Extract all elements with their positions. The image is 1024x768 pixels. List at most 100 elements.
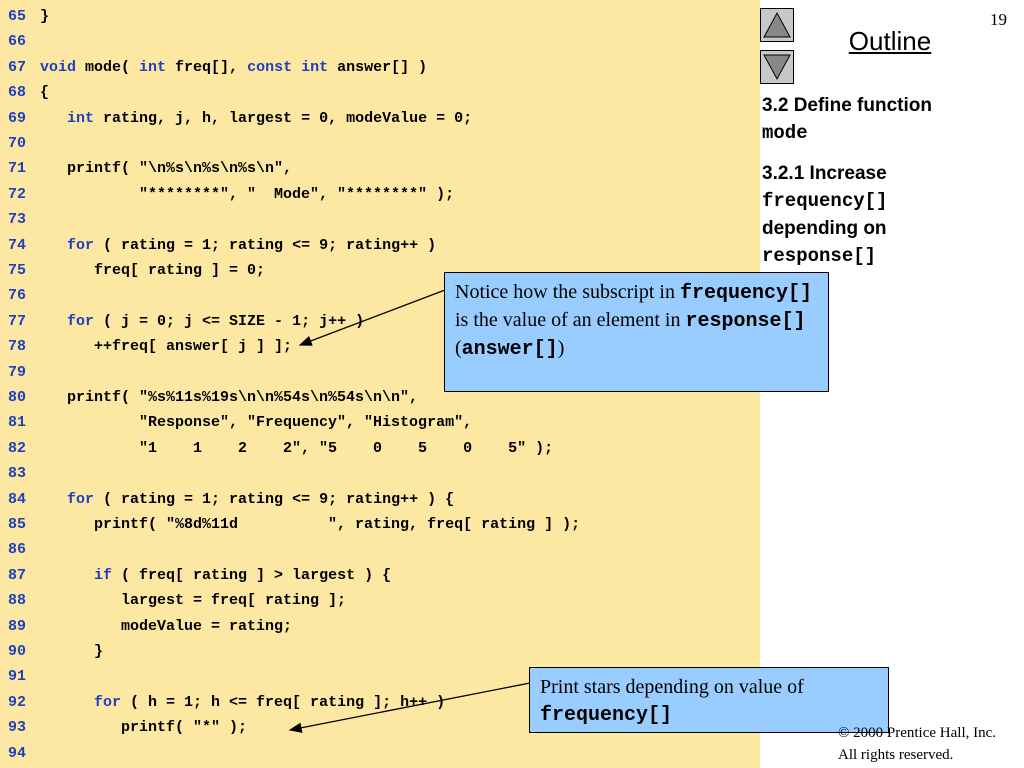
line-number: 90 xyxy=(8,643,27,660)
outline-item-increase-frequency: 3.2.1 Increase frequency[] depending on … xyxy=(762,160,1018,270)
code-line: 69 int rating, j, h, largest = 0, modeVa… xyxy=(0,106,472,131)
next-slide-button[interactable] xyxy=(760,50,794,84)
line-number: 87 xyxy=(8,566,27,584)
line-number: 83 xyxy=(8,465,27,483)
line-number: 93 xyxy=(8,719,27,737)
line-number: 79 xyxy=(8,363,27,381)
code-text: { xyxy=(40,84,50,102)
code-line: 73 xyxy=(0,207,40,232)
code-text: freq[ rating ] = 0; xyxy=(40,262,266,279)
code-line: 70 xyxy=(0,131,40,156)
outline-item-text: depending on xyxy=(762,218,887,239)
line-number: 82 xyxy=(8,439,27,457)
callout-code: answer[] xyxy=(461,338,558,361)
code-text: "********", " Mode", "********" ); xyxy=(40,185,455,203)
code-line: 91 xyxy=(0,664,40,689)
callout-text: Notice how the subscript in xyxy=(455,281,680,303)
code-line: 79 xyxy=(0,360,40,385)
code-text: printf( "%s%11s%19s\n\n%54s\n%54s\n\n", xyxy=(40,389,419,406)
line-number: 75 xyxy=(8,262,27,279)
code-text: printf( "\n%s\n%s\n%s\n", xyxy=(40,160,293,178)
callout-subscript-note: Notice how the subscript in frequency[] … xyxy=(444,272,829,392)
code-text: "1 1 2 2", "5 0 5 0 5" ); xyxy=(40,439,554,457)
code-line: 82 "1 1 2 2", "5 0 5 0 5" ); xyxy=(0,436,553,461)
callout-code: frequency[] xyxy=(540,704,673,727)
code-line: 93 printf( "*" ); xyxy=(0,715,247,740)
line-number: 74 xyxy=(8,236,27,254)
code-text: int rating, j, h, largest = 0, modeValue… xyxy=(67,109,473,127)
code-text: ++freq[ answer[ j ] ]; xyxy=(40,338,293,356)
code-line: 89 modeValue = rating; xyxy=(0,614,292,639)
code-line: 87 if ( freq[ rating ] > largest ) { xyxy=(0,563,391,588)
code-text: for ( j = 0; j <= SIZE - 1; j++ ) xyxy=(67,312,365,330)
copyright-line: © 2000 Prentice Hall, Inc. xyxy=(838,725,997,741)
code-line: 74 for ( rating = 1; rating <= 9; rating… xyxy=(0,233,436,258)
line-number: 71 xyxy=(8,160,27,178)
code-text: for ( rating = 1; rating <= 9; rating++ … xyxy=(67,490,455,508)
line-number: 85 xyxy=(8,516,27,533)
code-text: largest = freq[ rating ]; xyxy=(40,592,347,610)
outline-title[interactable]: Outline xyxy=(848,26,932,56)
triangle-down-icon xyxy=(763,54,791,81)
code-line: 80 printf( "%s%11s%19s\n\n%54s\n%54s\n\n… xyxy=(0,385,418,410)
code-line: 66 xyxy=(0,29,40,54)
code-line: 76 xyxy=(0,283,40,308)
line-number: 68 xyxy=(8,84,27,102)
line-number: 80 xyxy=(8,389,27,406)
line-number: 69 xyxy=(8,109,27,127)
code-line: 77 for ( j = 0; j <= SIZE - 1; j++ ) xyxy=(0,309,364,334)
line-number: 65 xyxy=(8,8,27,25)
line-number: 76 xyxy=(8,287,27,305)
line-number: 92 xyxy=(8,693,27,711)
code-line: 75 freq[ rating ] = 0; xyxy=(0,258,265,283)
line-number: 70 xyxy=(8,135,27,152)
code-text: } xyxy=(40,8,50,25)
line-number: 78 xyxy=(8,338,27,356)
callout-code: frequency[] xyxy=(679,282,812,305)
callout-text: is the value of an element in xyxy=(455,309,686,331)
code-text: for ( rating = 1; rating <= 9; rating++ … xyxy=(67,236,437,254)
code-line: 86 xyxy=(0,537,40,562)
code-text: } xyxy=(40,643,104,660)
callout-code: response[] xyxy=(685,310,806,333)
code-text: for ( h = 1; h <= freq[ rating ]; h++ ) xyxy=(94,693,446,711)
code-text: "Response", "Frequency", "Histogram", xyxy=(40,414,473,432)
code-text: modeValue = rating; xyxy=(40,617,293,635)
code-line: 83 xyxy=(0,461,40,486)
outline-item-define-function: 3.2 Define function mode xyxy=(762,92,1018,147)
code-text: printf( "%8d%11d ", rating, freq[ rating… xyxy=(40,516,581,533)
code-line: 78 ++freq[ answer[ j ] ]; xyxy=(0,334,292,359)
code-line: 71 printf( "\n%s\n%s\n%s\n", xyxy=(0,156,292,181)
triangle-up-icon xyxy=(763,11,791,38)
code-line: 81 "Response", "Frequency", "Histogram", xyxy=(0,410,472,435)
line-number: 84 xyxy=(8,490,27,508)
code-text: void mode( int freq[], const int answer[… xyxy=(40,58,428,76)
callout-text: Print stars depending on value of xyxy=(540,676,804,698)
outline-item-code: mode xyxy=(762,122,808,144)
callout-print-stars: Print stars depending on value of freque… xyxy=(529,667,889,733)
callout-text: ( xyxy=(455,337,462,359)
copyright-line: All rights reserved. xyxy=(838,747,954,763)
outline-item-text: 3.2.1 Increase xyxy=(762,163,887,184)
code-line: 65} xyxy=(0,4,49,29)
code-line: 85 printf( "%8d%11d ", rating, freq[ rat… xyxy=(0,512,580,537)
previous-slide-button[interactable] xyxy=(760,8,794,42)
outline-item-code: response[] xyxy=(762,245,877,267)
line-number: 94 xyxy=(8,744,27,762)
line-number: 73 xyxy=(8,211,27,229)
copyright-notice: © 2000 Prentice Hall, Inc. All rights re… xyxy=(838,722,996,766)
line-number: 91 xyxy=(8,668,27,686)
line-number: 89 xyxy=(8,617,27,635)
code-line: 90 } xyxy=(0,639,103,664)
line-number: 86 xyxy=(8,541,27,559)
page-number: 19 xyxy=(990,10,1007,29)
code-text: if ( freq[ rating ] > largest ) { xyxy=(94,566,392,584)
code-line: 84 for ( rating = 1; rating <= 9; rating… xyxy=(0,487,454,512)
code-line: 88 largest = freq[ rating ]; xyxy=(0,588,346,613)
code-line: 72 "********", " Mode", "********" ); xyxy=(0,182,454,207)
code-text: printf( "*" ); xyxy=(40,719,248,737)
callout-text: ) xyxy=(557,337,565,359)
line-number: 72 xyxy=(8,185,27,203)
code-line: 92 for ( h = 1; h <= freq[ rating ]; h++… xyxy=(0,690,445,715)
